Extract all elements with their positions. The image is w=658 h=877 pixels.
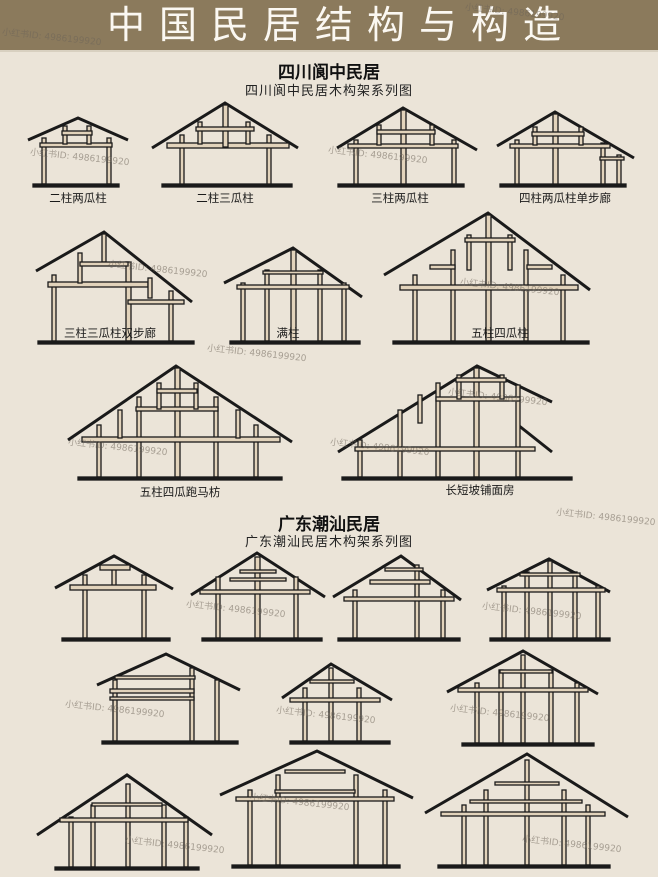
page-title: 中国民居结构与构造 [106, 3, 575, 47]
section-subtitle-chaoshan: 广东潮汕民居木构架系列图 [244, 535, 413, 550]
frame-label: 三柱三瓜柱双步廊 [64, 326, 156, 340]
section-title-chaoshan: 广东潮汕民居 [278, 515, 380, 535]
frame-label: 二柱三瓜柱 [196, 191, 254, 205]
section-title-langzhong: 四川阆中民居 [278, 63, 380, 83]
frame-label: 满柱 [276, 326, 300, 340]
section-subtitle-langzhong: 四川阆中民居木构架系列图 [244, 84, 413, 99]
frame-label: 三柱两瓜柱 [371, 191, 429, 205]
frame-label: 五柱四瓜跑马枋 [139, 485, 221, 499]
frame-label: 五柱四瓜柱 [471, 326, 529, 340]
title-banner: 中国民居结构与构造 [0, 0, 658, 52]
frame-label: 四柱两瓜柱单步廊 [519, 191, 611, 205]
frame-label: 二柱两瓜柱 [49, 191, 107, 205]
frame-label: 长短坡铺面房 [445, 483, 515, 497]
